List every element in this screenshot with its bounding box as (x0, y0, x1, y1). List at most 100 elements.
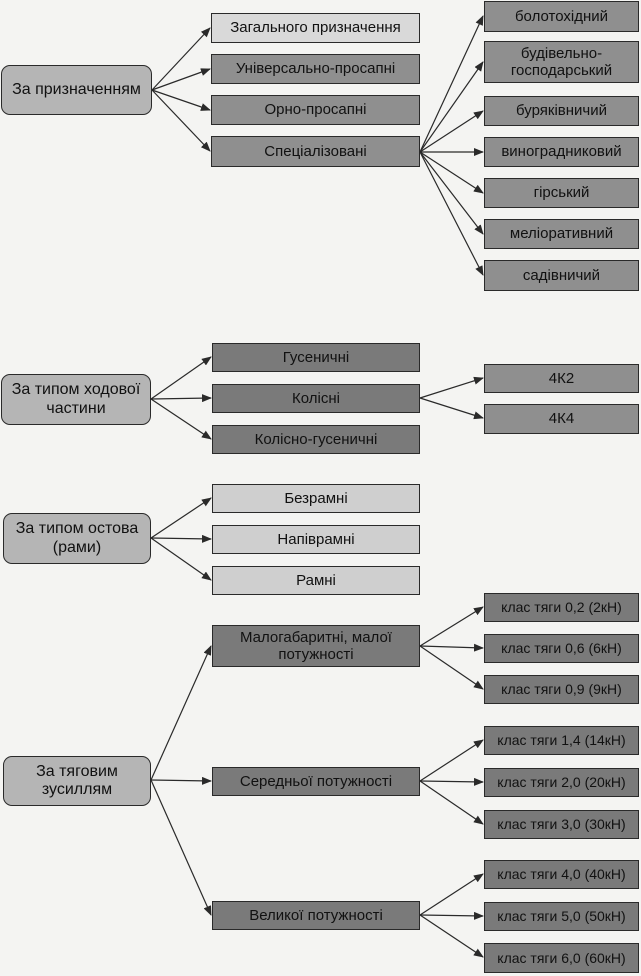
node-beet: буряківничий (484, 96, 639, 126)
node-mountain: гірський (484, 178, 639, 208)
arrow (419, 780, 484, 825)
arrow (150, 645, 212, 781)
node-wheeled: Колісні (212, 384, 420, 413)
arrow (419, 873, 484, 916)
arrow (419, 151, 484, 276)
node-label: Малогабаритні, малої потужності (240, 628, 392, 663)
node-label: будівельно-господарський (510, 44, 613, 79)
node-arable-row-crop: Орно-просапні (211, 95, 420, 125)
arrow (419, 151, 484, 235)
node-frame: Рамні (212, 566, 420, 595)
arrow (150, 537, 212, 581)
node-running-gear: За типом ходової частини (1, 374, 151, 425)
arrow (419, 645, 484, 690)
arrow (150, 356, 212, 400)
node-universal-row-crop: Універсально-просапні (211, 54, 420, 84)
node-label: Колісно-гусеничні (254, 430, 378, 448)
node-label: Безрамні (284, 489, 348, 507)
arrow (150, 394, 212, 403)
node-tracked: Гусеничні (212, 343, 420, 372)
node-label: болотохідний (514, 7, 609, 25)
node-label: Середньої потужності (239, 772, 393, 790)
node-specialized: Спеціалізовані (211, 136, 420, 167)
node-class-0-6: клас тяги 0,6 (6кН) (484, 634, 639, 663)
arrow (151, 89, 211, 152)
node-label: клас тяги 2,0 (20кН) (497, 774, 626, 791)
node-label: клас тяги 5,0 (50кН) (497, 908, 626, 925)
node-label: клас тяги 3,0 (30кН) (497, 816, 626, 833)
arrow (419, 739, 484, 782)
node-label: меліоративний (509, 225, 614, 243)
node-melioration: меліоративний (484, 219, 639, 249)
node-label: Колісні (292, 389, 340, 407)
node-label: За типом остова (рами) (15, 520, 139, 556)
node-label: За призначенням (12, 80, 141, 98)
node-label: Орно-просапні (264, 101, 367, 119)
arrow (150, 534, 212, 543)
node-purpose: За призначенням (1, 65, 152, 115)
node-frameless: Безрамні (212, 484, 420, 513)
arrow (419, 376, 484, 399)
node-label: За типом ходової частини (11, 381, 141, 417)
node-label: виноградниковий (501, 143, 622, 161)
arrow (419, 914, 484, 958)
arrow (419, 643, 484, 652)
node-small-power: Малогабаритні, малої потужності (212, 625, 420, 667)
node-class-2-0: клас тяги 2,0 (20кН) (484, 768, 639, 797)
arrow (151, 89, 211, 111)
node-semi-frame: Напіврамні (212, 525, 420, 554)
node-label: 4К2 (548, 369, 575, 387)
arrow (419, 777, 484, 786)
node-swamp: болотохідний (484, 1, 639, 32)
arrow (150, 779, 212, 916)
node-label: клас тяги 6,0 (60кН) (497, 949, 626, 966)
arrow (151, 68, 211, 91)
node-label: Великої потужності (249, 906, 383, 924)
node-label: Спеціалізовані (264, 142, 367, 160)
node-class-0-9: клас тяги 0,9 (9кН) (484, 675, 639, 704)
arrow (419, 61, 484, 153)
arrow (419, 151, 484, 194)
node-label: клас тяги 0,6 (6кН) (501, 640, 622, 657)
node-class-1-4: клас тяги 1,4 (14кН) (484, 726, 639, 755)
node-medium-power: Середньої потужності (212, 767, 420, 796)
node-class-0-2: клас тяги 0,2 (2кН) (484, 593, 639, 622)
node-class-4-0: клас тяги 4,0 (40кН) (484, 860, 639, 889)
node-label: За тяговим зусиллям (36, 762, 118, 798)
arrow (419, 911, 484, 920)
node-vineyard: виноградниковий (484, 137, 639, 167)
node-construction: будівельно-господарський (484, 41, 639, 83)
node-orchard: садівничий (484, 260, 639, 291)
node-traction: За тяговим зусиллям (3, 756, 151, 806)
arrow (150, 398, 212, 440)
node-4k4: 4К4 (484, 404, 639, 434)
node-frame-type: За типом остова (рами) (3, 513, 151, 564)
node-4k2: 4К2 (484, 364, 639, 393)
arrow (419, 110, 484, 153)
node-label: 4К4 (548, 410, 575, 428)
node-label: Загального призначення (230, 19, 401, 37)
node-label: садівничий (522, 266, 601, 284)
node-large-power: Великої потужності (212, 901, 420, 930)
node-wheel-track: Колісно-гусеничні (212, 425, 420, 454)
node-class-6-0: клас тяги 6,0 (60кН) (484, 943, 639, 973)
node-label: клас тяги 4,0 (40кН) (497, 866, 626, 883)
arrow (150, 776, 212, 785)
node-class-5-0: клас тяги 5,0 (50кН) (484, 902, 639, 931)
arrow (151, 27, 211, 91)
node-label: Гусеничні (282, 348, 350, 366)
arrow (419, 397, 484, 420)
node-label: Рамні (296, 571, 336, 589)
node-label: Напіврамні (277, 530, 355, 548)
node-label: Універсально-просапні (235, 60, 396, 78)
arrow (150, 497, 212, 539)
node-label: клас тяги 0,9 (9кН) (501, 681, 622, 698)
arrow (419, 15, 484, 153)
node-class-3-0: клас тяги 3,0 (30кН) (484, 810, 639, 839)
node-label: клас тяги 0,2 (2кН) (501, 599, 622, 616)
node-general-purpose: Загального призначення (211, 13, 420, 43)
node-label: гірський (533, 184, 590, 202)
node-label: клас тяги 1,4 (14кН) (497, 732, 626, 749)
arrow (419, 606, 484, 647)
